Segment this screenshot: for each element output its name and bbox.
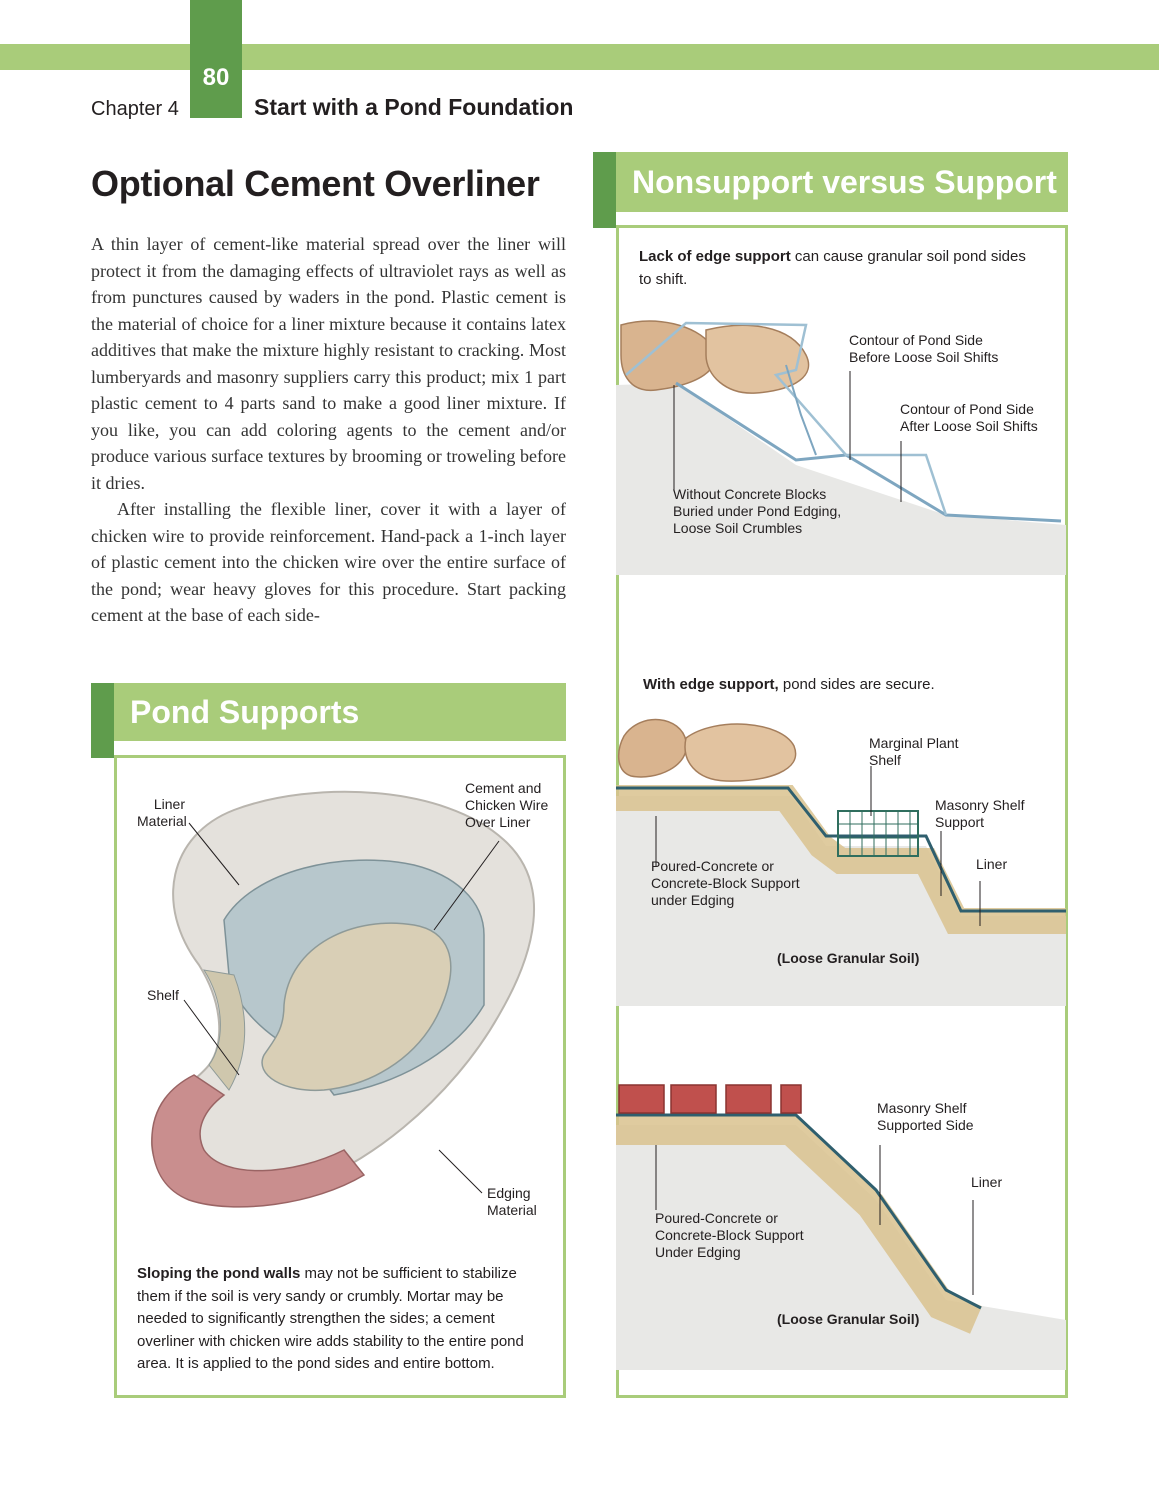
pond-supports-caption-rest: may not be sufficient to stabilize them … [137, 1265, 524, 1372]
nonsupport-frame: Lack of edge support can cause granular … [616, 225, 1068, 1398]
fig2-illustration [616, 719, 1066, 1006]
pond-supports-illustration [150, 790, 535, 1208]
fig1-caption: Lack of edge support can cause granular … [639, 246, 1039, 291]
label-cement-chicken-wire: Cement and Chicken Wire Over Liner [465, 780, 549, 830]
label-shelf: Shelf [147, 987, 179, 1003]
chapter-label: Chapter 4 [91, 98, 179, 120]
fig2-label-poured: Poured-Concrete or Concrete-Block Suppor… [651, 858, 800, 908]
fig3-label-poured: Poured-Concrete or Concrete-Block Suppor… [655, 1210, 804, 1260]
pond-supports-accent [91, 683, 114, 758]
fig2-caption-rest: pond sides are secure. [778, 676, 935, 693]
nonsupport-accent [593, 152, 616, 228]
nonsupport-title: Nonsupport versus Support [616, 152, 1068, 212]
fig2-caption-bold: With edge support, [643, 676, 779, 693]
pond-supports-caption: Sloping the pond walls may not be suffic… [137, 1263, 537, 1376]
article-paragraph-2: After installing the flexible liner, cov… [91, 499, 566, 625]
fig2-label-masonry: Masonry Shelf Support [935, 797, 1025, 830]
page-number: 80 [202, 64, 230, 91]
fig3-label-liner: Liner [971, 1174, 1003, 1190]
pond-supports-frame: Liner Material Cement and Chicken Wire O… [114, 755, 566, 1398]
fig2-caption: With edge support, pond sides are secure… [643, 674, 1043, 697]
fig3-label-soil: (Loose Granular Soil) [777, 1311, 920, 1327]
fig1-label-after: Contour of Pond Side After Loose Soil Sh… [900, 401, 1038, 434]
pond-supports-title: Pond Supports [114, 683, 566, 741]
article-body: A thin layer of cement-like material spr… [91, 231, 566, 629]
running-title: Start with a Pond Foundation [254, 94, 574, 120]
fig3-illustration [616, 1084, 1066, 1370]
fig1-label-without: Without Concrete Blocks Buried under Pon… [673, 486, 842, 536]
header-bar [0, 44, 1159, 70]
fig2-label-marginal: Marginal Plant Shelf [869, 735, 959, 768]
fig2-label-soil: (Loose Granular Soil) [777, 950, 920, 966]
pond-supports-caption-bold: Sloping the pond walls [137, 1265, 301, 1282]
page-number-tab [190, 0, 242, 118]
fig1-label-before: Contour of Pond Side Before Loose Soil S… [849, 332, 999, 365]
article-paragraph-1: A thin layer of cement-like material spr… [91, 234, 566, 493]
fig3-label-masonry: Masonry Shelf Supported Side [877, 1100, 974, 1133]
fig2-label-liner: Liner [976, 856, 1008, 872]
fig1-caption-rest: can cause granular soil pond sides to sh… [639, 248, 1026, 288]
fig1-illustration [616, 320, 1066, 575]
label-edging-material: Edging Material [487, 1185, 537, 1218]
label-liner-material: Liner Material [137, 796, 187, 829]
article-title: Optional Cement Overliner [91, 163, 540, 204]
fig1-caption-bold: Lack of edge support [639, 248, 791, 265]
